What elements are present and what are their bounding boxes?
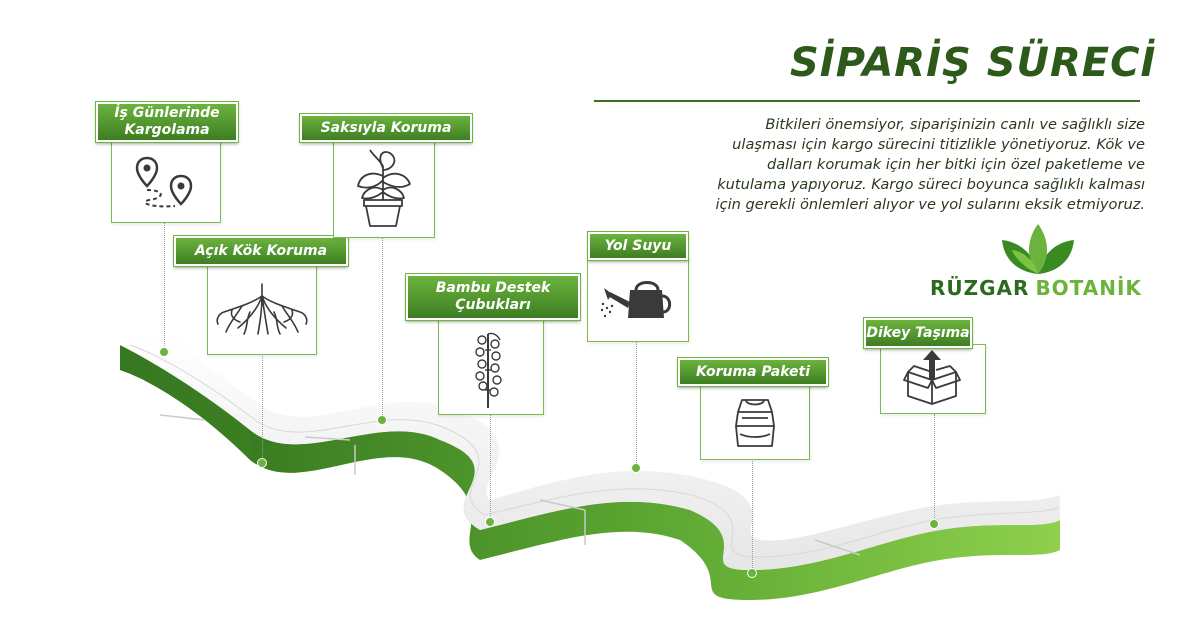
watering-can-icon xyxy=(600,281,672,318)
step-label: Dikey Taşıma xyxy=(863,317,973,349)
road-marker xyxy=(377,415,387,425)
step-label-line: Çubukları xyxy=(455,297,531,313)
connector-line xyxy=(262,353,263,461)
step-label: İş Günlerinde Kargolama xyxy=(95,101,239,143)
bamboo-stake-plant-icon xyxy=(475,332,502,408)
leaf-logo-icon xyxy=(1002,224,1074,274)
step-label: Açık Kök Koruma xyxy=(173,235,349,267)
step-label-line: Dikey Taşıma xyxy=(866,324,970,341)
road-top xyxy=(120,335,1060,570)
road-segment-lines xyxy=(159,414,861,556)
road-marker xyxy=(929,519,939,529)
description-line: Bitkileri önemsiyor, siparişinizin canlı… xyxy=(765,116,1145,133)
step-card xyxy=(111,141,221,223)
road-marker xyxy=(485,517,495,527)
road-side xyxy=(120,345,1060,600)
step-label-line: Yol Suyu xyxy=(604,237,672,254)
step-label-line: Saksıyla Koruma xyxy=(320,119,452,136)
road-marker xyxy=(631,463,641,473)
step-label: Bambu Destek Çubukları xyxy=(405,273,581,321)
step-label-line: İş Günlerinde xyxy=(114,105,220,121)
step-label: Yol Suyu xyxy=(587,231,689,261)
title-divider xyxy=(594,100,1140,102)
step-card xyxy=(587,256,689,342)
description: Bitkileri önemsiyor, siparişinizin canlı… xyxy=(560,115,1145,215)
step-label-line: Koruma Paketi xyxy=(695,363,811,380)
road-marker xyxy=(159,347,169,357)
connector-line xyxy=(164,222,165,352)
potted-plant-icon xyxy=(357,149,411,227)
step-label-line: Açık Kök Koruma xyxy=(194,242,328,259)
step-card xyxy=(333,138,435,238)
step-label: Saksıyla Koruma xyxy=(299,113,473,143)
step-label-line: Kargolama xyxy=(124,122,210,138)
connector-line xyxy=(636,340,637,467)
page-title: SİPARİŞ SÜRECİ xyxy=(790,40,1157,86)
package-bag-icon xyxy=(735,399,775,447)
description-line: kutulama yapıyoruz. Kargo süreci boyunca… xyxy=(717,176,1145,193)
road-marker xyxy=(257,458,267,468)
brand-word-2: BOTANİK xyxy=(1035,276,1142,300)
map-route-icon xyxy=(135,156,193,208)
road-marker xyxy=(747,568,757,578)
connector-line xyxy=(934,414,935,522)
roots-icon xyxy=(216,283,308,335)
description-line: için gerekli önlemleri alıyor ve yol sul… xyxy=(715,196,1145,213)
connector-line xyxy=(382,236,383,419)
connector-line xyxy=(490,413,491,520)
brand-word-1: RÜZGAR xyxy=(930,276,1030,300)
description-line: dalları korumak için her bitki için özel… xyxy=(766,156,1145,173)
connector-line xyxy=(752,457,753,572)
step-label-line: Bambu Destek xyxy=(435,280,551,296)
description-line: ulaşması için kargo sürecini titizlikle … xyxy=(732,136,1145,153)
step-label: Koruma Paketi xyxy=(677,357,829,387)
upright-box-icon xyxy=(903,350,961,405)
step-card xyxy=(700,382,810,460)
